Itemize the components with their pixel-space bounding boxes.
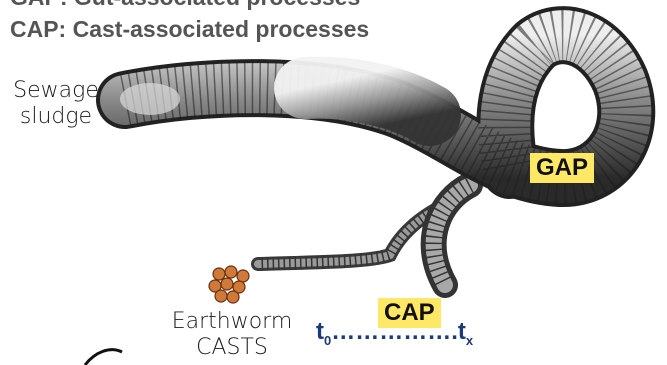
partial-glyph-cut-off <box>0 0 667 365</box>
